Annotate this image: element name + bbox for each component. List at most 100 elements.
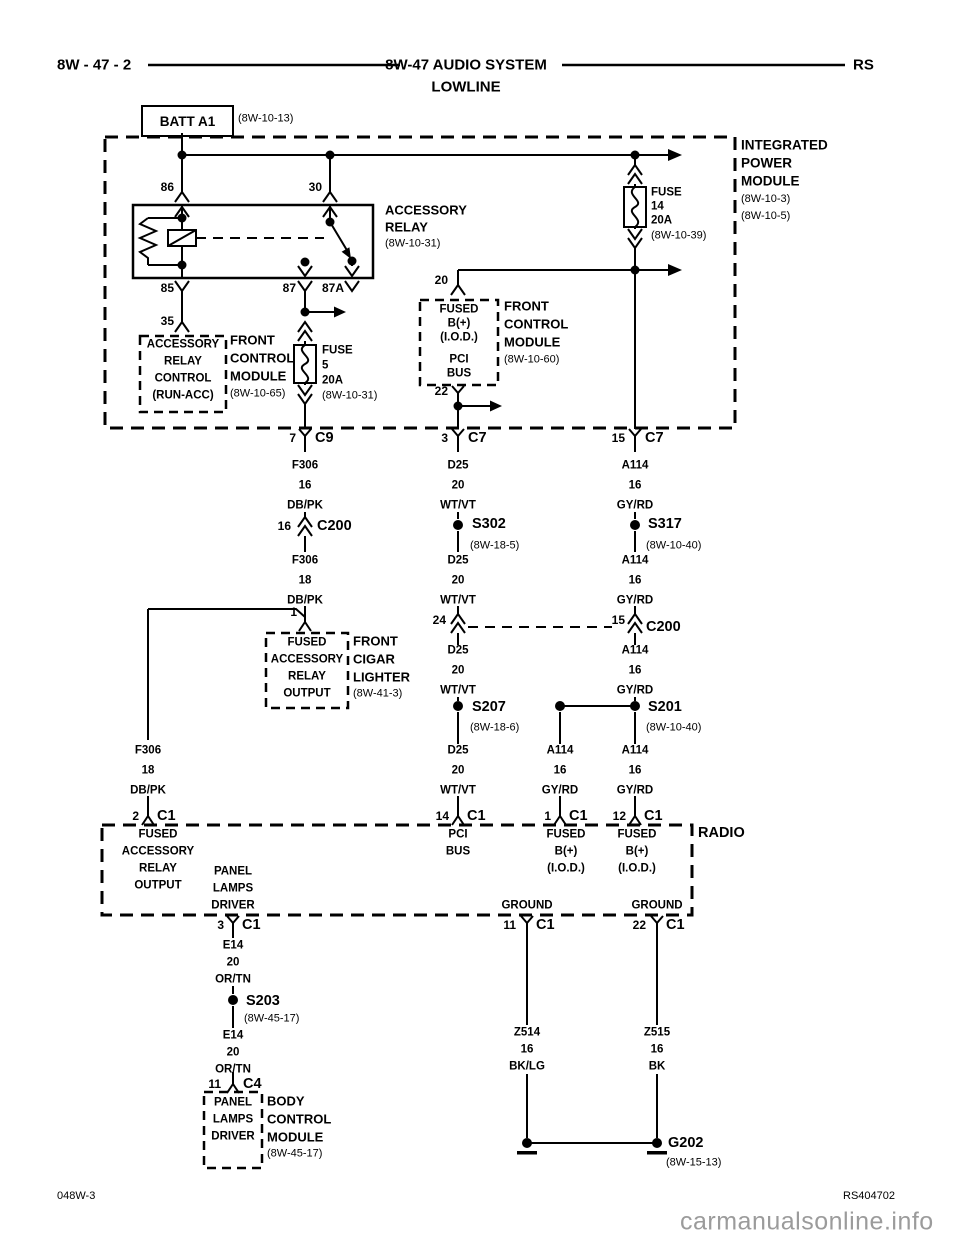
cigar-box-1: FUSED — [287, 636, 327, 649]
c9-7-connector — [298, 428, 312, 446]
wireB4-1: D25 — [447, 744, 469, 757]
c200b-name: C200 — [646, 618, 681, 635]
ipm-name-1: INTEGRATED — [741, 137, 828, 153]
wireC1-1: A114 — [621, 459, 649, 472]
s207-ref: (8W-18-6) — [470, 721, 520, 734]
relay-pin-87: 87 — [282, 281, 296, 295]
bcm-ref: (8W-45-17) — [267, 1147, 323, 1160]
c200-16-connector — [297, 516, 313, 537]
fuse14-label-2: 14 — [651, 200, 664, 213]
relay-pin-30: 30 — [308, 180, 322, 194]
fcm-box-5: BUS — [446, 367, 472, 380]
wireE2-3: OR/TN — [215, 1063, 251, 1076]
wireC1-3: GY/RD — [616, 499, 654, 512]
body-control-module-box — [202, 1090, 264, 1170]
fcm60-label-1: FRONT — [504, 298, 549, 314]
accessory-relay-box — [131, 203, 375, 280]
wireB1-2: 20 — [451, 479, 465, 492]
wireA2-1: F306 — [291, 554, 319, 567]
ipm-name-3: MODULE — [741, 173, 800, 189]
radio-c1-1-connector — [553, 807, 567, 826]
ipm-name-2: POWER — [741, 155, 793, 171]
radio-box-4: OUTPUT — [134, 879, 182, 892]
s203-ref: (8W-45-17) — [244, 1012, 300, 1025]
c7-3-connector — [451, 428, 465, 446]
ipm-box — [103, 135, 737, 430]
radio-ground-1: GROUND — [501, 899, 553, 912]
wireZ515-2: 16 — [650, 1043, 664, 1056]
radio-pin-1: 1 — [544, 809, 551, 823]
wireE2-2: 20 — [226, 1046, 240, 1059]
bcm-pin-11: 11 — [208, 1077, 221, 1091]
wireA4-2: 18 — [141, 764, 155, 777]
radio-c1-11: C1 — [536, 916, 555, 933]
c7-pin-3: 3 — [441, 431, 448, 445]
radio-c1-14-connector — [451, 807, 465, 826]
splice-s302: S302 — [472, 515, 506, 532]
wireZ515-3: BK — [648, 1060, 666, 1073]
radio-pin-22: 22 — [632, 918, 646, 932]
page-ref: 8W - 47 - 2 — [57, 56, 132, 74]
radio-c1-3: C1 — [242, 916, 261, 933]
bcm-label-3: MODULE — [267, 1129, 324, 1145]
radio-c1-22-connector — [650, 915, 664, 933]
s201-ref: (8W-10-40) — [646, 721, 702, 734]
c200-pin-24: 24 — [432, 613, 446, 627]
wireB3-3: WT/VT — [440, 684, 476, 697]
radio-box-9: BUS — [445, 845, 471, 858]
page-title: 8W-47 AUDIO SYSTEM — [385, 56, 547, 74]
fuse14-ref: (8W-10-39) — [651, 229, 707, 242]
fuse14-label-1: FUSE — [651, 186, 682, 199]
splice-s201: S201 — [648, 698, 682, 715]
wireB2-3: WT/VT — [440, 594, 476, 607]
cigar-box-4: OUTPUT — [283, 687, 331, 700]
pin-35-chevron — [174, 321, 190, 333]
fuse-14-top-chevrons — [627, 164, 643, 185]
fuse-5-bottom-chevrons — [297, 384, 313, 405]
wireZ515-1: Z515 — [643, 1026, 671, 1039]
wireZ514-3: BK/LG — [509, 1060, 545, 1073]
splice-s317: S317 — [648, 515, 682, 532]
junction-dots — [177, 150, 640, 411]
page-corner: RS — [853, 56, 874, 74]
radio-box-1: FUSED — [138, 828, 178, 841]
wireB3-1: D25 — [447, 644, 469, 657]
wireE1-1: E14 — [222, 939, 244, 952]
fuse5-label-2: 5 — [322, 359, 329, 372]
batt-a1-box: BATT A1 — [141, 105, 234, 137]
pin-20-chevron — [450, 284, 466, 296]
bcm-box-3: DRIVER — [211, 1130, 255, 1143]
c7b-name: C7 — [645, 429, 664, 446]
radio-box-8: PCI — [448, 828, 468, 841]
fcm-pin-20: 20 — [434, 273, 448, 287]
wireC3-3: GY/RD — [616, 684, 654, 697]
cigar-pin-1-connector — [298, 613, 312, 632]
radio-box-12: (I.O.D.) — [547, 862, 585, 875]
wireC4b-3: GY/RD — [616, 784, 654, 797]
arc-box-2: RELAY — [164, 355, 202, 368]
fuse-14-element — [630, 186, 640, 228]
wireA4-3: DB/PK — [130, 784, 166, 797]
arc-box-3: CONTROL — [154, 372, 212, 385]
wireA2-3: DB/PK — [287, 594, 323, 607]
radio-c1-14: C1 — [467, 807, 486, 824]
pin-85-chevron — [174, 280, 190, 292]
radio-c1-3-connector — [226, 915, 240, 933]
wireB2-1: D25 — [447, 554, 469, 567]
wireB4-3: WT/VT — [440, 784, 476, 797]
wireE2-1: E14 — [222, 1029, 244, 1042]
pin-87a-chevron — [344, 280, 360, 292]
fcm-box-4: PCI — [449, 353, 469, 366]
relay-pin-87a: 87A — [321, 281, 344, 295]
wireA4-1: F306 — [134, 744, 162, 757]
relay-pin-85: 85 — [160, 281, 174, 295]
c200-15-connector — [627, 613, 643, 634]
fcm65-label-1: FRONT — [230, 332, 275, 348]
front-control-module-box — [418, 298, 500, 387]
wireC2-2: 16 — [628, 574, 642, 587]
wireC3-1: A114 — [621, 644, 649, 657]
wireC4b-2: 16 — [628, 764, 642, 777]
relay-pin-86: 86 — [160, 180, 174, 194]
radio-pin-11: 11 — [503, 918, 516, 932]
